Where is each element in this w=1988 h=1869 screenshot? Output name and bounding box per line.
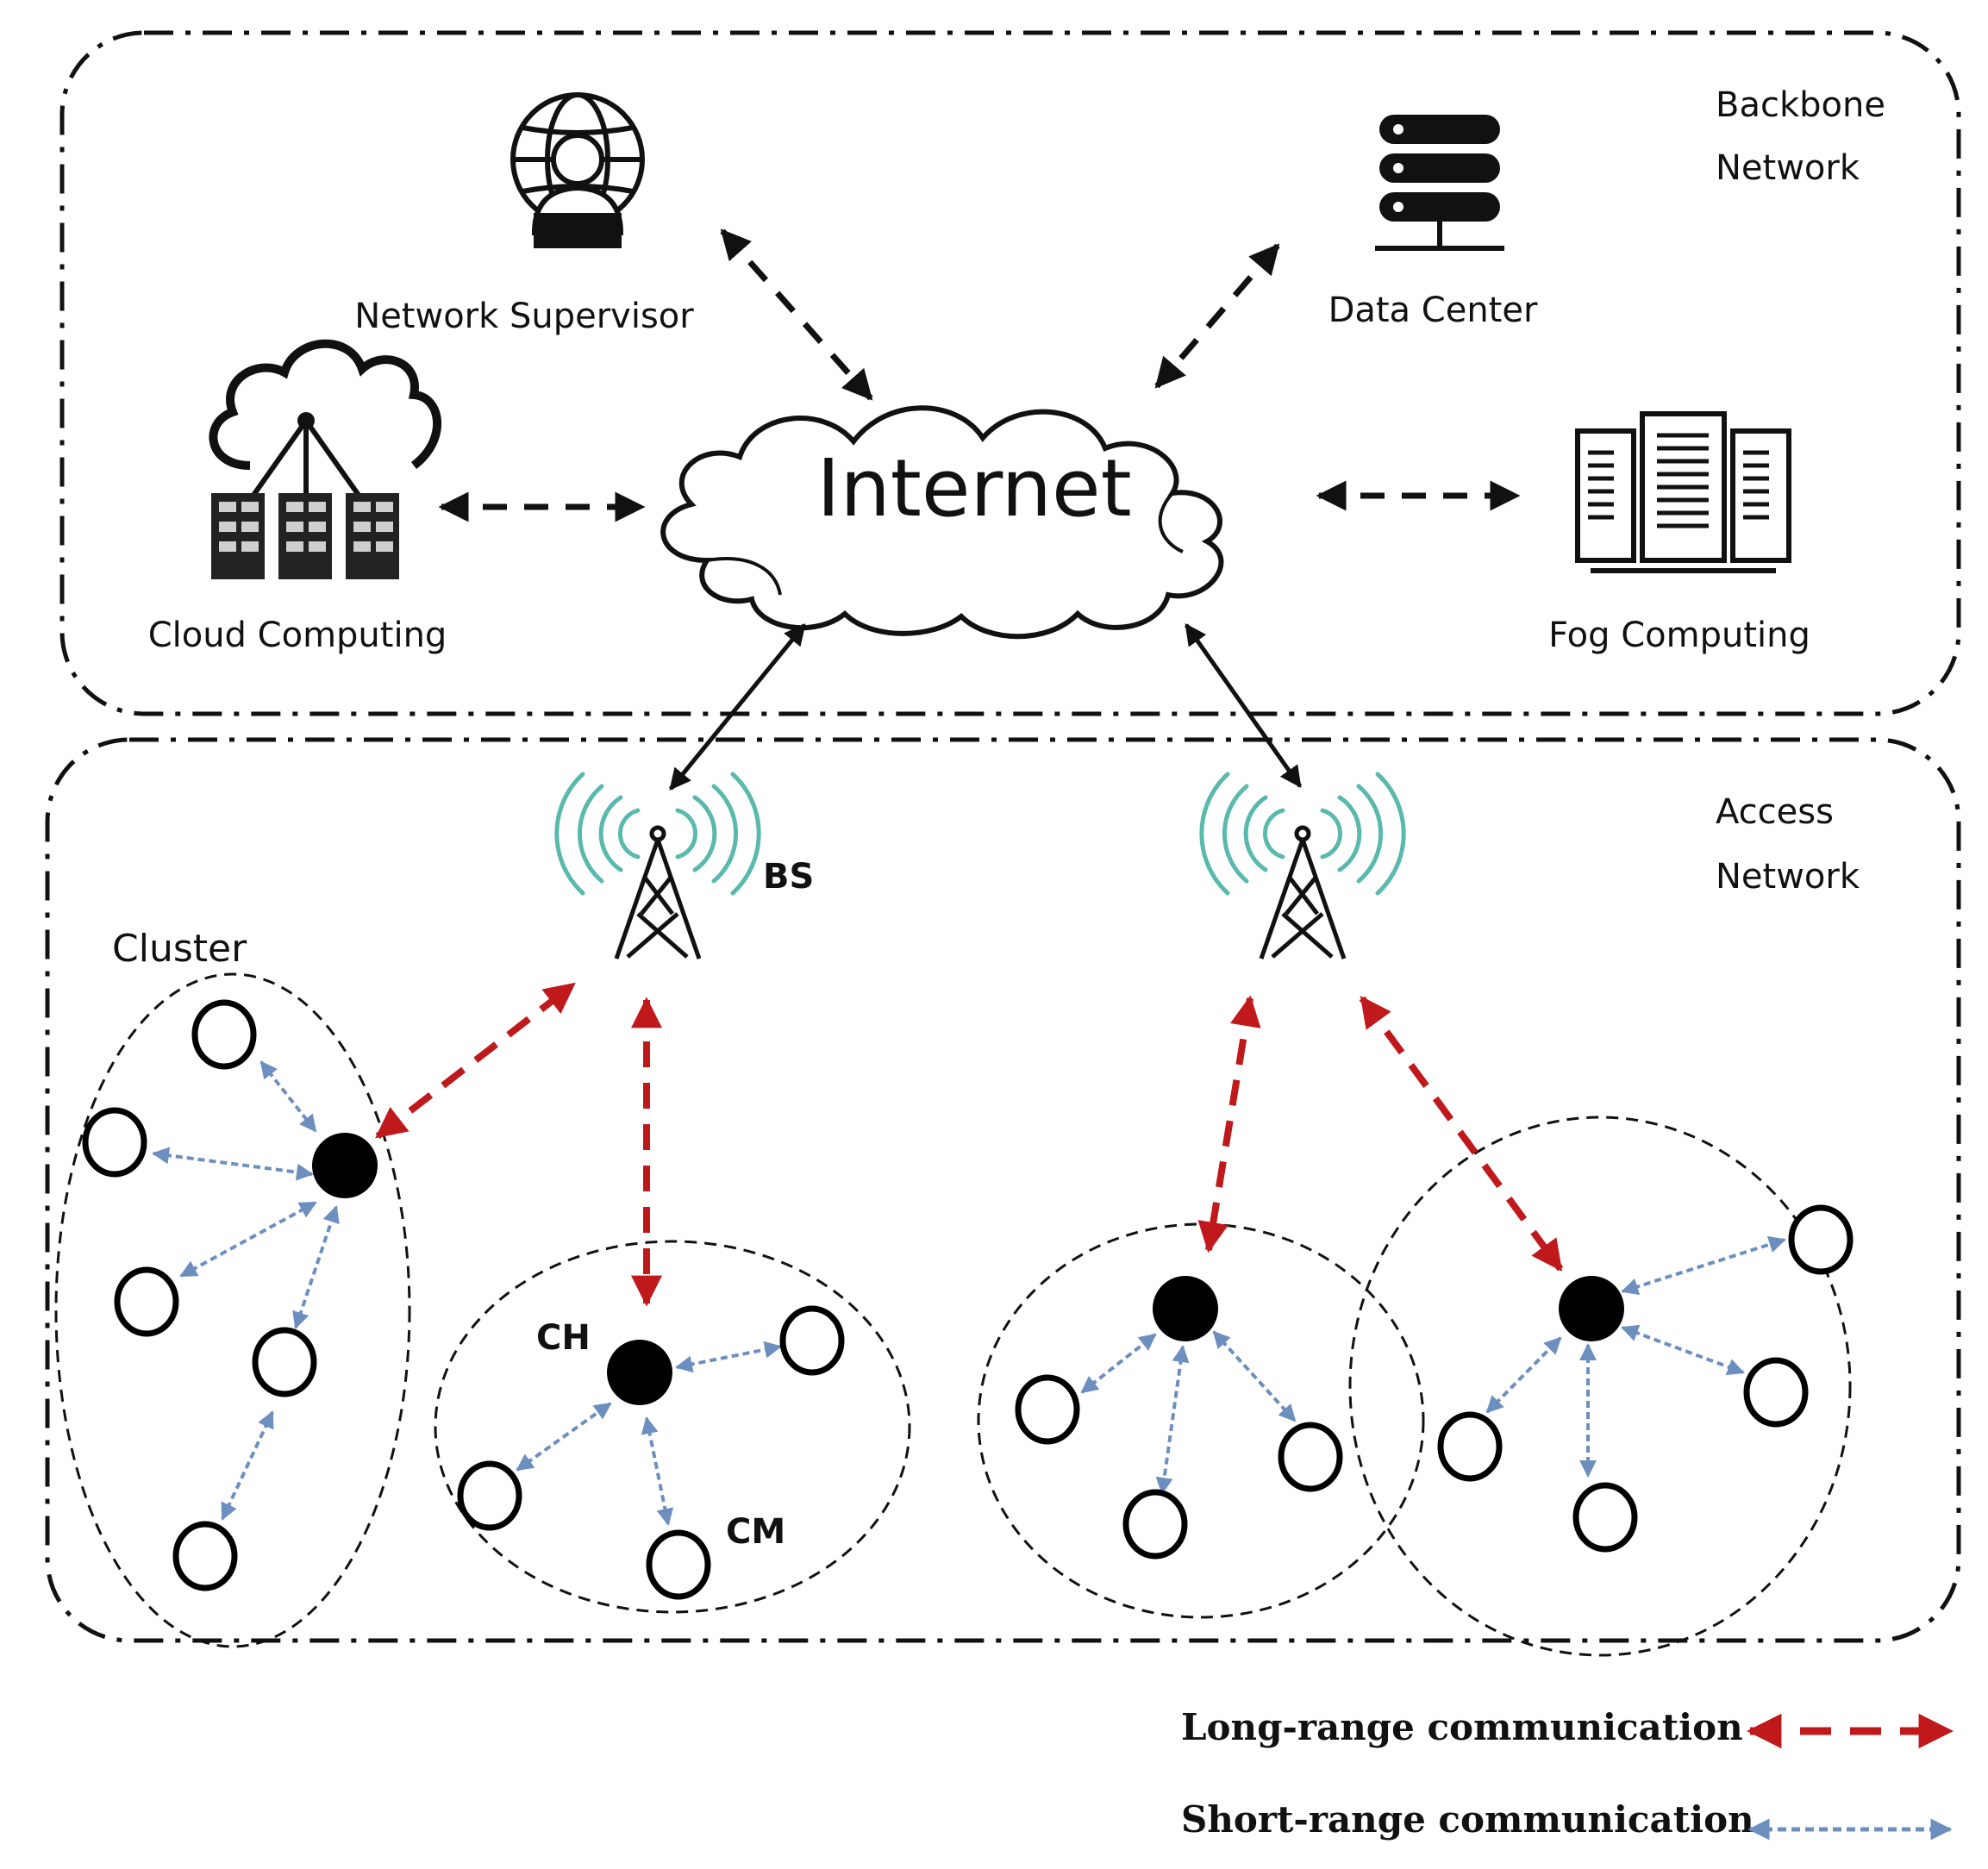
network-supervisor-icon: [510, 92, 645, 248]
bs-label: BS: [763, 857, 814, 897]
backbone-links: [438, 228, 1521, 522]
data-center-icon: [1375, 115, 1504, 251]
cluster-head-3: [1153, 1276, 1218, 1341]
access-network-region: [45, 737, 1961, 1643]
cluster-head-4: [1559, 1276, 1624, 1341]
cloud-computing-label: Cloud Computing: [148, 616, 447, 655]
cluster-heads: [312, 1133, 1624, 1405]
cluster-head-2: [607, 1340, 672, 1405]
internet-label: Internet: [816, 442, 1131, 534]
cluster-head-1: [312, 1133, 378, 1198]
cluster-member: [1278, 1422, 1343, 1492]
ch-label: CH: [536, 1318, 591, 1358]
cluster-2-boundary: [434, 1240, 911, 1614]
cm-label: CM: [726, 1512, 785, 1552]
legend: Long-range communication Short-range com…: [1181, 1706, 1954, 1841]
link-internet-bs-left: [669, 623, 806, 791]
cluster-member: [1743, 1357, 1809, 1428]
base-station-right-icon: [1199, 772, 1406, 960]
internet-cloud-icon: [660, 405, 1224, 640]
cluster-1-boundary: [54, 972, 411, 1648]
legend-long-range-label: Long-range communication: [1181, 1706, 1743, 1748]
cluster-member: [1122, 1489, 1188, 1560]
lr-link-ch4-bs: [1359, 996, 1564, 1272]
legend-short-range-label: Short-range communication: [1181, 1798, 1754, 1841]
backbone-network-region: [59, 30, 1961, 716]
fog-computing-label: Fog Computing: [1548, 616, 1810, 655]
data-center-label: Data Center: [1328, 291, 1538, 330]
cluster-member: [191, 999, 257, 1070]
backbone-network-label-line1: Backbone: [1716, 85, 1885, 125]
cluster-member: [172, 1521, 238, 1591]
lr-link-ch1-bs: [375, 981, 576, 1140]
cluster-member: [457, 1460, 522, 1531]
cluster-member: [1572, 1482, 1638, 1553]
fog-computing-icon: [1575, 411, 1791, 573]
link-internet-bs-right: [1184, 622, 1303, 789]
cluster-member: [646, 1529, 711, 1600]
cluster-member: [779, 1305, 845, 1376]
cluster-member: [1015, 1374, 1080, 1445]
network-supervisor-label: Network Supervisor: [354, 297, 694, 336]
link-datacenter-internet: [1154, 243, 1280, 389]
cluster-member: [1437, 1411, 1503, 1482]
cloud-computing-icon: [209, 339, 441, 579]
cluster-member: [114, 1266, 179, 1337]
short-range-links: [152, 1060, 1786, 1526]
lr-link-ch3-bs: [1197, 995, 1261, 1253]
cluster-label: Cluster: [112, 927, 247, 971]
cluster-member: [1788, 1204, 1854, 1275]
cluster-3-boundary: [977, 1222, 1425, 1619]
internet-bs-links: [669, 622, 1303, 791]
long-range-links: [375, 981, 1564, 1307]
access-network-label-line2: Network: [1716, 857, 1860, 897]
cluster-member: [252, 1327, 317, 1397]
cluster-4-boundary: [1348, 1116, 1852, 1657]
link-supervisor-internet: [720, 228, 873, 401]
cluster-boundaries: [54, 972, 1852, 1657]
access-network-label-line1: Access: [1716, 792, 1834, 832]
cluster-member: [82, 1107, 147, 1178]
cluster-members: [82, 999, 1854, 1600]
backbone-network-label-line2: Network: [1716, 148, 1860, 188]
base-station-left-icon: [554, 772, 761, 960]
